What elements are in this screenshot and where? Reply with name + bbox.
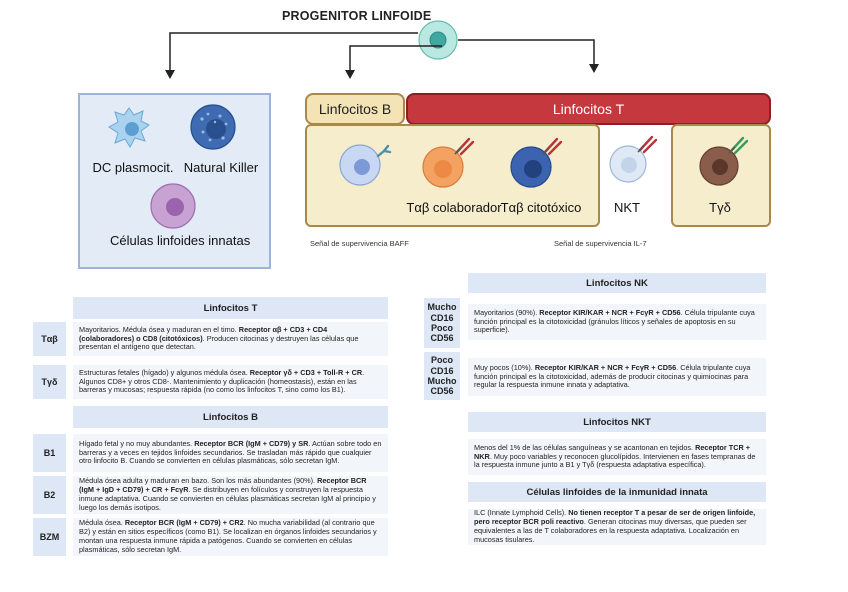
- row-text-nkt: Menos del 1% de las células sanguíneas y…: [468, 439, 766, 475]
- nkt-label: NKT: [614, 200, 640, 215]
- row-label-bzm: BZM: [33, 518, 66, 556]
- progenitor-cell-icon: [418, 20, 458, 60]
- row-label-b2: B2: [33, 476, 66, 514]
- b-lymphocytes-header: Linfocitos B: [73, 406, 388, 428]
- plasmacytoid-dc-icon: [108, 107, 150, 148]
- row-text-b2: Médula ósea adulta y maduran en bazo. So…: [73, 476, 388, 514]
- row-text-tab: Mayoritarios. Médula ósea y maduran en e…: [73, 322, 388, 356]
- ilc-label: Células linfoides innatas: [110, 233, 251, 248]
- row-text-bzm: Médula ósea. Receptor BCR (IgM + CD79) +…: [73, 518, 388, 556]
- b-lymphocytes-tab: Linfocitos B: [305, 93, 405, 125]
- innate-cells-panel: [78, 93, 271, 269]
- tgd-cell-icon: [699, 136, 749, 186]
- row-text-tgd-content: Estructuras fetales (hígado) y algunos m…: [79, 367, 365, 395]
- row-text-b1: Hígado fetal y no muy abundantes. Recept…: [73, 434, 388, 472]
- ilc-cell-icon: [150, 183, 196, 229]
- row-label-tgd: Tγδ: [33, 365, 66, 399]
- t-lymphocytes-header: Linfocitos T: [73, 297, 388, 319]
- nk-label: Natural Killer: [183, 160, 259, 175]
- nkt-cell-icon: [609, 135, 658, 183]
- row-text-b2-content: Médula ósea adulta y maduran en bazo. So…: [79, 476, 376, 512]
- row-label-b1: B1: [33, 434, 66, 472]
- row-text-ilc-content: ILC (Innate Lymphoid Cells). No tienen r…: [474, 508, 756, 544]
- row-text-nkt-content: Menos del 1% de las células sanguíneas y…: [474, 442, 756, 470]
- t-lymphocytes-tab: Linfocitos T: [406, 93, 771, 125]
- t-helper-cell-icon: [422, 137, 475, 188]
- b-cell-icon: [339, 144, 392, 186]
- row-text-nk-cd56: Muy pocos (10%). Receptor KIR/KAR + NCR …: [468, 358, 766, 396]
- row-label-nk-cd16: Mucho CD16 Poco CD56: [424, 298, 460, 348]
- row-text-bzm-content: Médula ósea. Receptor BCR (IgM + CD79) +…: [79, 518, 377, 554]
- t-cytotoxic-label: Tαβ citotóxico: [500, 200, 582, 215]
- row-text-ilc: ILC (Innate Lymphoid Cells). No tienen r…: [468, 508, 766, 545]
- row-text-nk-cd16-content: Mayoritarios (90%). Receptor KIR/KAR + N…: [474, 307, 755, 335]
- row-label-tab: Tαβ: [33, 322, 66, 356]
- il7-note: Señal de supervivencia IL-7: [554, 239, 647, 248]
- tgd-label: Tγδ: [709, 200, 731, 215]
- t-cytotoxic-cell-icon: [510, 137, 563, 188]
- nkt-lymphocytes-header: Linfocitos NKT: [468, 412, 766, 432]
- nk-lymphocytes-header: Linfocitos NK: [468, 273, 766, 293]
- row-text-b1-content: Hígado fetal y no muy abundantes. Recept…: [79, 438, 382, 466]
- diagram-title: PROGENITOR LINFOIDE: [282, 9, 432, 23]
- row-text-nk-cd56-content: Muy pocos (10%). Receptor KIR/KAR + NCR …: [474, 362, 751, 390]
- baff-note: Señal de supervivencia BAFF: [310, 239, 409, 248]
- t-helper-label: Tαβ colaborador: [406, 200, 502, 215]
- dc-label: DC plasmocit.: [92, 160, 174, 175]
- row-text-tgd: Estructuras fetales (hígado) y algunos m…: [73, 365, 388, 399]
- ilc-header: Células linfoides de la inmunidad innata: [468, 482, 766, 502]
- natural-killer-icon: [190, 104, 236, 150]
- lineage-arrows: [165, 32, 599, 79]
- row-text-nk-cd16: Mayoritarios (90%). Receptor KIR/KAR + N…: [468, 304, 766, 340]
- row-label-nk-cd56: Poco CD16 Mucho CD56: [424, 352, 460, 400]
- row-text-tab-content: Mayoritarios. Médula ósea y maduran en e…: [79, 324, 359, 352]
